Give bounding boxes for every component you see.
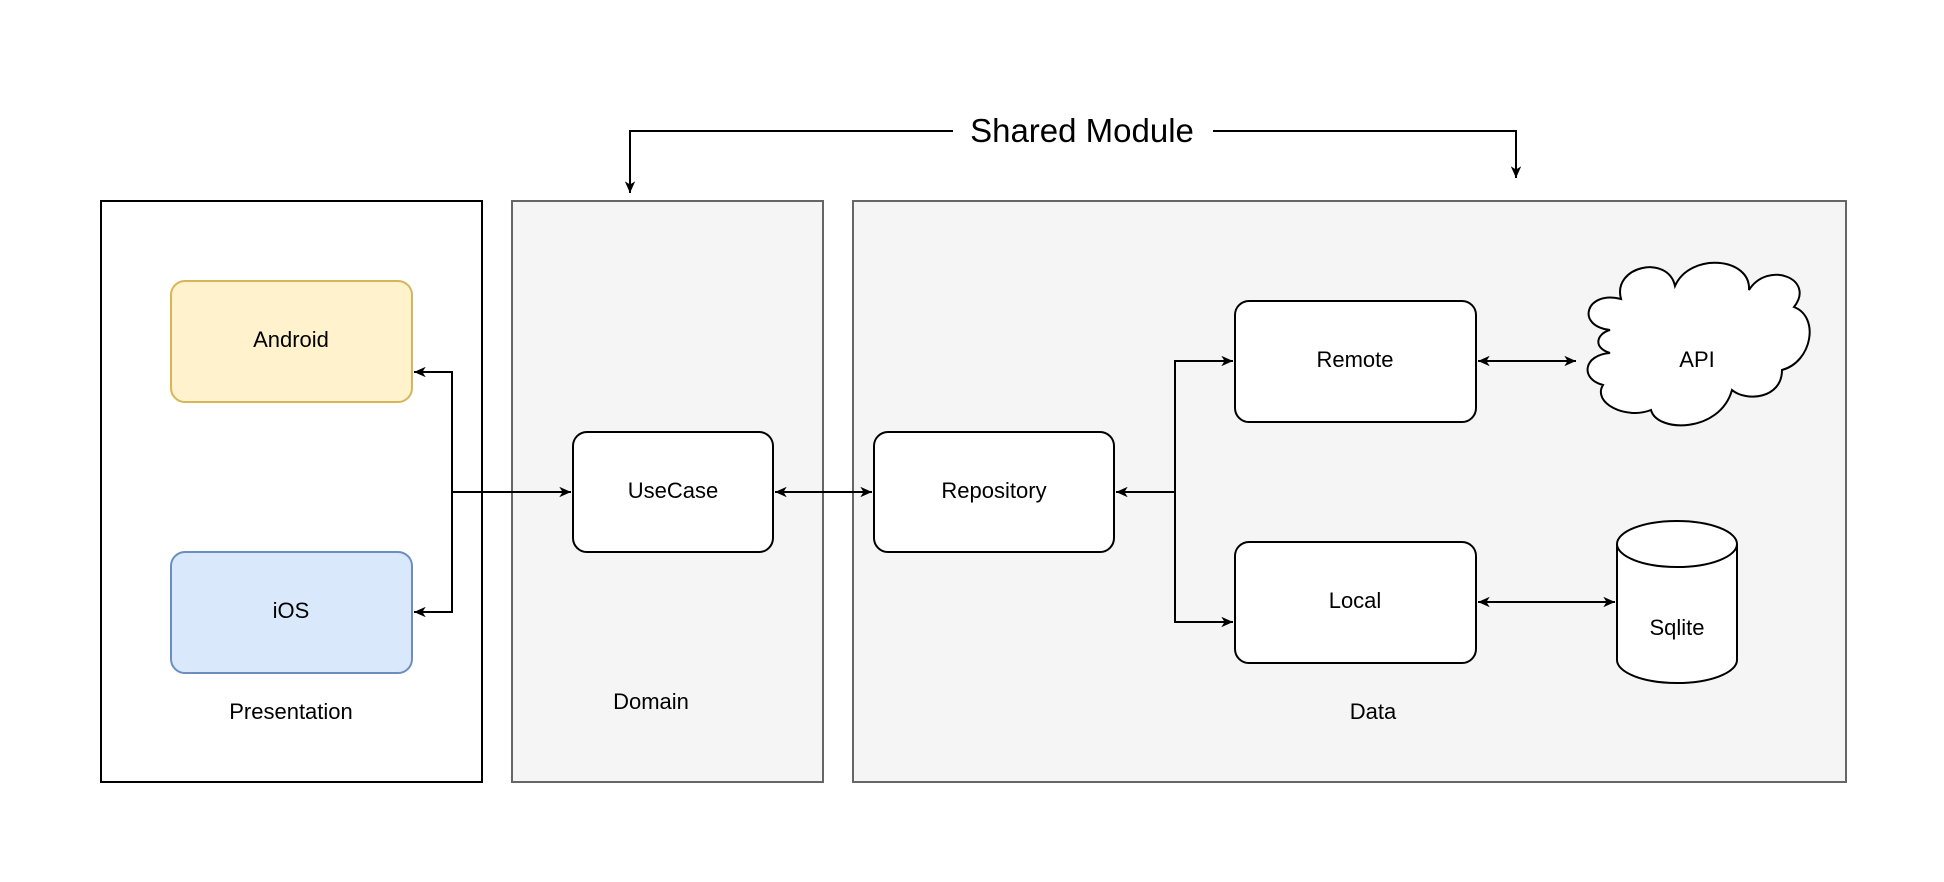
sqlite-cylinder-rim xyxy=(1616,543,1738,568)
shared-module-connector-left xyxy=(624,130,953,193)
shared-module-connector-right xyxy=(1213,130,1522,178)
sqlite-cylinder-node xyxy=(1616,520,1738,684)
usecase-node xyxy=(572,431,774,553)
repository-label: Repository xyxy=(941,478,1046,503)
api-cloud-node xyxy=(1586,261,1811,427)
data-label: Data xyxy=(1350,699,1397,724)
repository-node xyxy=(873,431,1115,553)
presentation-label: Presentation xyxy=(229,699,353,724)
api-label: API xyxy=(1679,347,1714,372)
remote-label: Remote xyxy=(1316,347,1393,372)
android-label: Android xyxy=(253,327,329,352)
android-node xyxy=(170,280,413,403)
ios-label: iOS xyxy=(273,598,310,623)
sqlite-label: Sqlite xyxy=(1649,615,1704,640)
edge-junction-to-android xyxy=(414,366,453,492)
shared-module-title: Shared Module xyxy=(970,112,1194,149)
edge-junction-to-ios xyxy=(414,492,453,618)
local-node xyxy=(1234,541,1477,664)
local-label: Local xyxy=(1329,588,1382,613)
remote-node xyxy=(1234,300,1477,423)
edge-junction-to-local xyxy=(1174,492,1233,628)
usecase-label: UseCase xyxy=(628,478,718,503)
ios-node xyxy=(170,551,413,674)
domain-label: Domain xyxy=(613,689,689,714)
edge-junction-to-remote xyxy=(1174,355,1233,492)
